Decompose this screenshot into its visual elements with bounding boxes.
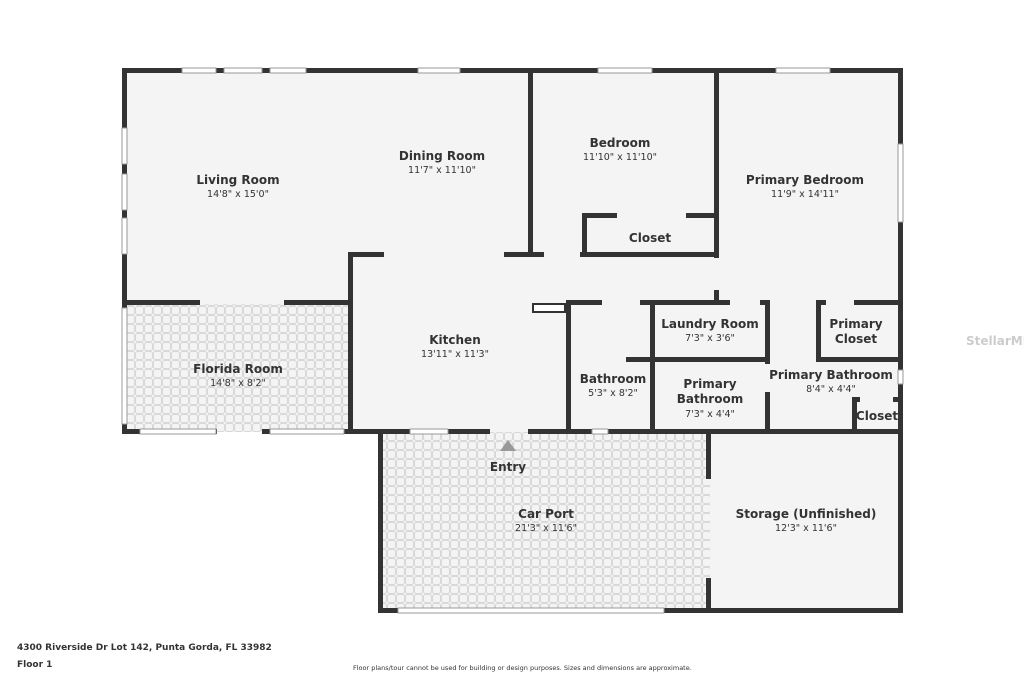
room-name: Primary — [829, 317, 882, 331]
room-name: Bathroom — [580, 372, 646, 386]
room-name: Closet — [856, 409, 898, 423]
room-name: Entry — [490, 460, 526, 474]
room-name: Primary Bathroom — [769, 368, 893, 382]
room-name: Dining Room — [399, 149, 485, 163]
room-dims: 5'3" x 8'2" — [588, 388, 638, 399]
room-dims: 11'9" x 14'11" — [771, 189, 839, 200]
florida-room-floor — [124, 304, 350, 432]
room-name: Living Room — [196, 173, 279, 187]
room-name: Primary Bedroom — [746, 173, 864, 187]
room-name: Florida Room — [193, 362, 283, 376]
room-name: Car Port — [518, 507, 574, 521]
windows — [121, 67, 904, 614]
room-dims: 7'3" x 4'4" — [685, 409, 735, 420]
room-dims: 11'7" x 11'10" — [408, 165, 476, 176]
storage-floor — [710, 432, 900, 610]
floor-label: Floor 1 — [17, 660, 53, 670]
address: 4300 Riverside Dr Lot 142, Punta Gorda, … — [17, 643, 272, 653]
room-name: Primary — [683, 377, 736, 391]
room-dims: 21'3" x 11'6" — [515, 523, 577, 534]
room-name: Bathroom — [677, 392, 743, 406]
room-dims: 7'3" x 3'6" — [685, 333, 735, 344]
room-name: Closet — [835, 332, 877, 346]
room-name: Bedroom — [590, 136, 651, 150]
fireplace — [532, 303, 566, 313]
room-dims: 12'3" x 11'6" — [775, 523, 837, 534]
entry-arrow-icon — [500, 440, 516, 451]
room-name: Closet — [629, 231, 671, 245]
carport-floor — [382, 432, 710, 610]
room-dims: 11'10" x 11'10" — [583, 152, 657, 163]
room-dims: 14'8" x 8'2" — [210, 378, 266, 389]
room-name: Storage (Unfinished) — [736, 507, 877, 521]
room-dims: 8'4" x 4'4" — [806, 384, 856, 395]
room-name: Laundry Room — [661, 317, 759, 331]
watermark: StellarMLS — [966, 334, 1024, 348]
disclaimer: Floor plans/tour cannot be used for buil… — [353, 664, 692, 672]
room-dims: 13'11" x 11'3" — [421, 349, 489, 360]
room-name: Kitchen — [429, 333, 481, 347]
room-dims: 14'8" x 15'0" — [207, 189, 269, 200]
